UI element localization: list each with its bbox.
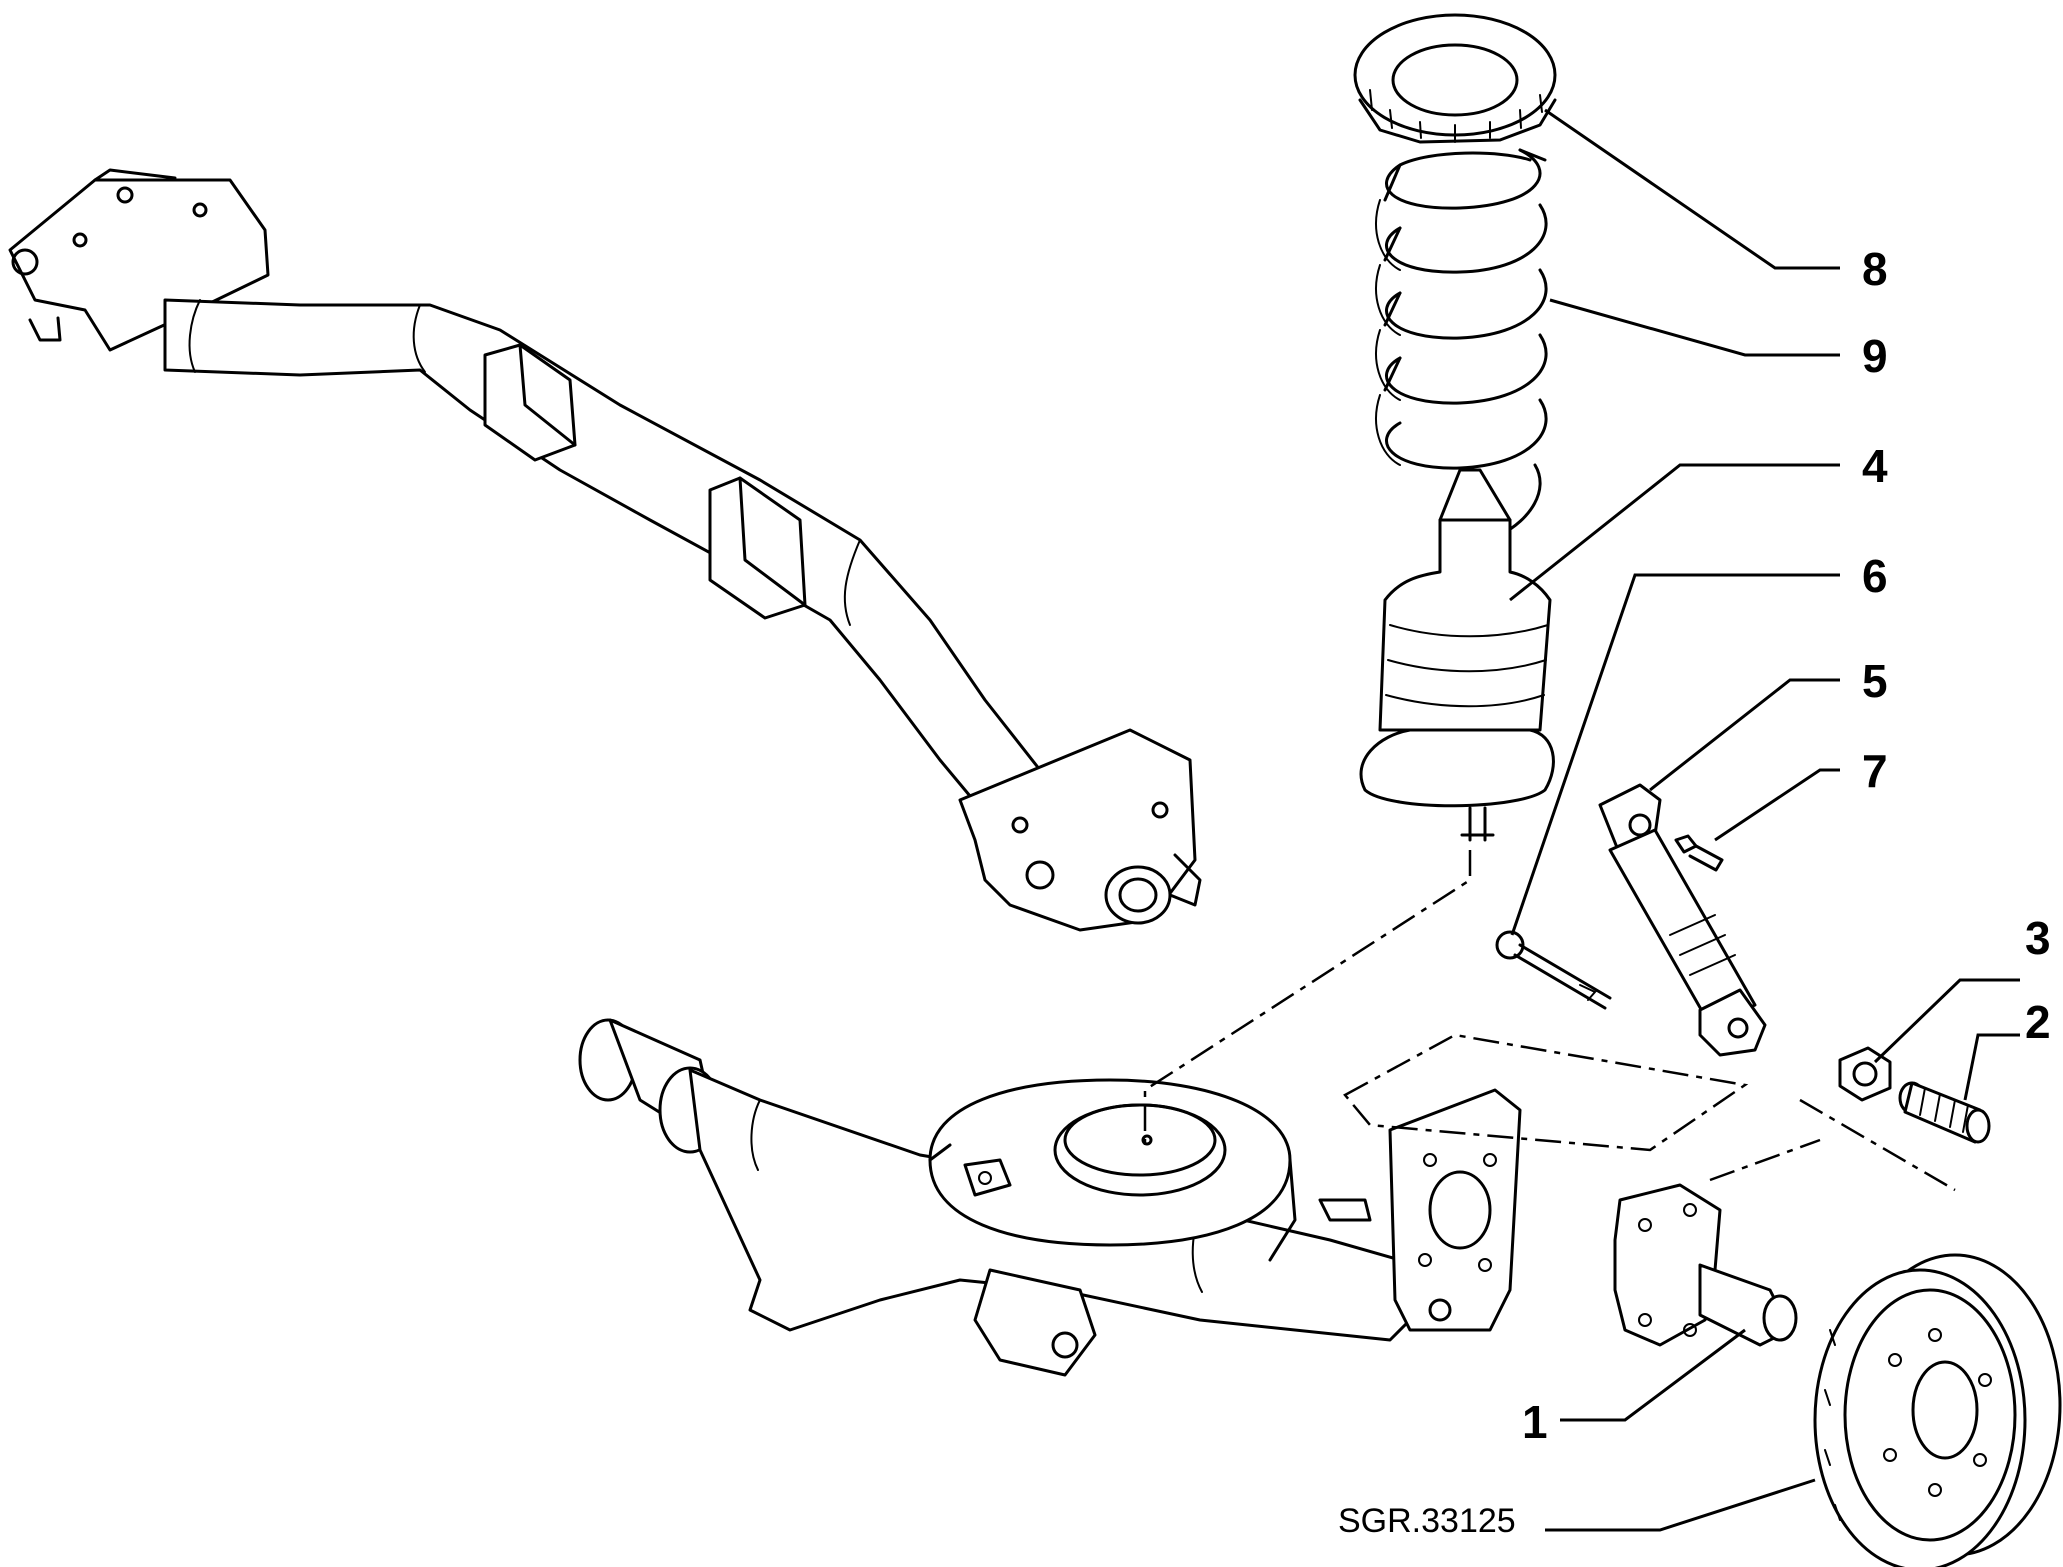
callout-1: 1 <box>1522 1396 1548 1448</box>
callout-2: 2 <box>2025 996 2051 1048</box>
leader-lines <box>1509 108 2020 1532</box>
coil-spring <box>1375 148 1548 547</box>
stub-axle <box>1613 1183 1798 1347</box>
rear-axle-beam <box>578 1018 1522 1377</box>
drawing-reference-code: SGR.33125 <box>1338 1502 1516 1540</box>
assembly-guide-lines <box>1143 850 1956 1192</box>
callout-3: 3 <box>2025 912 2051 964</box>
spring-upper-seat <box>1353 13 1557 144</box>
callout-labels: 8 9 4 6 5 7 3 2 1 SGR.33125 <box>1338 243 2051 1540</box>
shock-upper-bolt <box>1495 930 1612 1010</box>
callout-6: 6 <box>1862 550 1888 602</box>
callout-7: 7 <box>1862 745 1888 797</box>
rear-crossmember <box>8 168 1202 932</box>
shock-absorber <box>1598 783 1767 1057</box>
shock-lower-bolt <box>1674 834 1724 872</box>
bump-stop <box>1359 468 1555 842</box>
callout-9: 9 <box>1862 330 1888 382</box>
wheel-stud <box>1898 1081 1991 1144</box>
callout-8: 8 <box>1862 243 1888 295</box>
callout-4: 4 <box>1862 440 1888 492</box>
callout-5: 5 <box>1862 655 1888 707</box>
brake-drum <box>1813 1253 2062 1567</box>
